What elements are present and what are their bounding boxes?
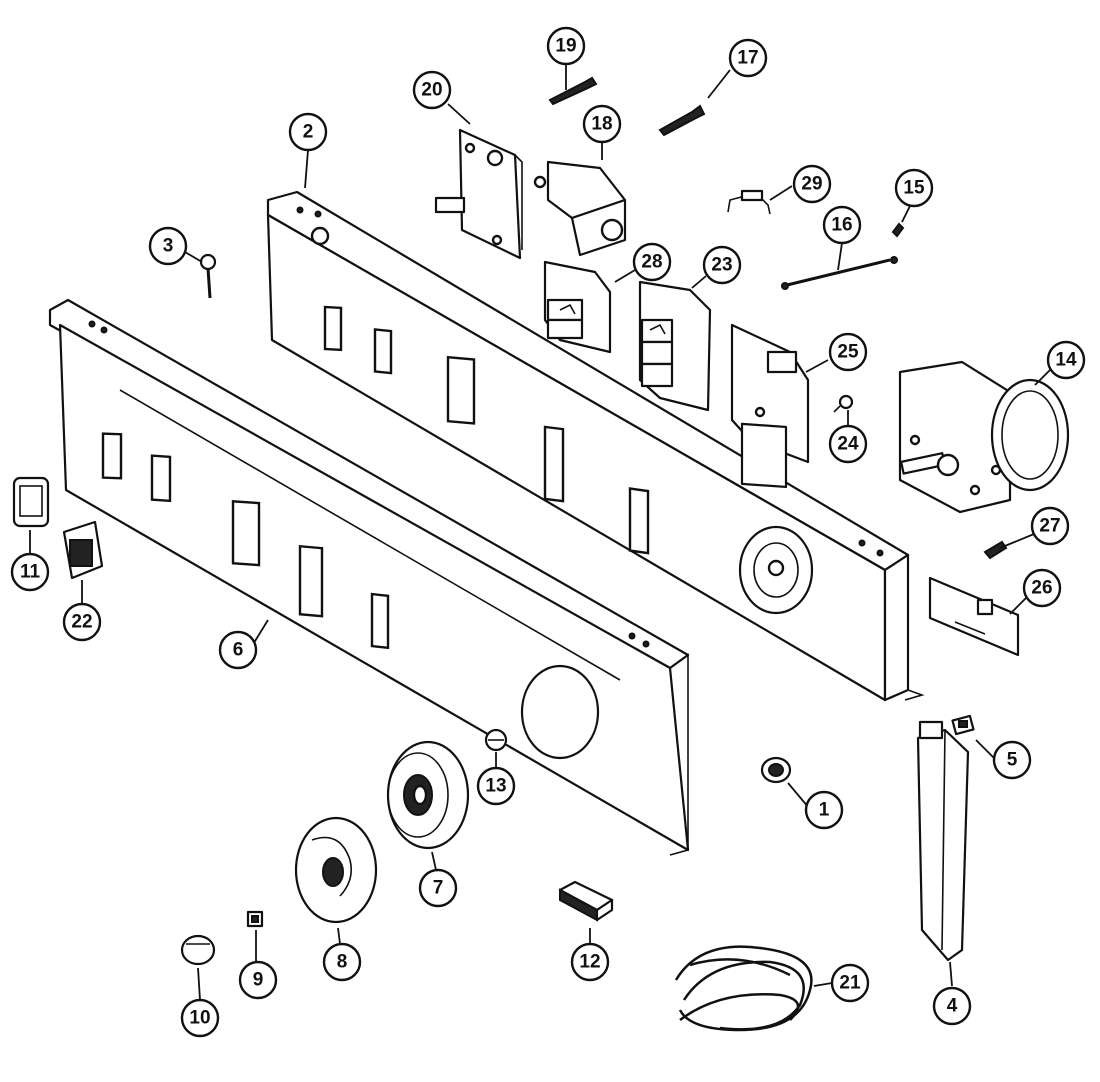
callout-label: 6 [233,640,244,661]
callout-label: 9 [253,970,264,991]
screw-27 [983,540,1008,560]
callout-label: 3 [163,236,174,257]
callout-label: 18 [591,114,612,135]
callout-label: 22 [71,612,92,633]
callout-29: 29 [792,164,832,204]
callout-label: 25 [837,342,859,363]
callout-7: 7 [418,868,458,908]
leader-lines [29,64,1053,1001]
callout-label: 11 [20,562,41,583]
push-nut-13 [484,728,508,752]
bracket-25 [730,323,810,489]
block-12 [558,880,614,922]
callout-13: 13 [476,766,516,806]
callout-6: 6 [218,630,258,670]
callout-5: 5 [992,740,1032,780]
callout-20: 20 [412,70,452,110]
callout-12: 12 [570,942,610,982]
callout-label: 14 [1055,350,1077,371]
callout-22: 22 [62,602,102,642]
callout-label: 13 [485,776,506,797]
callout-label: 21 [839,973,861,994]
rocker-switch-22 [62,520,104,580]
callout-4: 4 [932,986,972,1026]
callout-16: 16 [822,205,862,245]
screw-3 [199,253,217,299]
switch-bracket [434,128,523,260]
callout-label: 2 [303,122,314,143]
callout-10: 10 [180,998,220,1038]
callout-8: 8 [322,942,362,982]
screw-19 [548,76,598,106]
callout-25: 25 [828,332,868,372]
timer-knob-7 [386,740,470,850]
callout-label: 7 [433,878,444,899]
callout-2: 2 [288,112,328,152]
screw-17 [658,104,706,137]
callout-24: 24 [828,424,868,464]
callout-1: 1 [804,790,844,830]
clip-5 [951,714,975,736]
callout-label: 19 [555,36,576,57]
callout-17: 17 [728,38,768,78]
callout-label: 10 [189,1008,210,1029]
callout-23: 23 [702,245,742,285]
callout-label: 4 [947,996,958,1017]
callout-28: 28 [632,242,672,282]
callout-14: 14 [1046,340,1086,380]
knob-skirt-8 [294,816,378,924]
callout-label: 12 [579,952,600,973]
callout-19: 19 [546,26,586,66]
callout-label: 26 [1031,578,1052,599]
callout-label: 24 [837,434,859,455]
end-cap-4 [916,720,970,962]
callout-26: 26 [1022,568,1062,608]
callout-11: 11 [10,552,50,592]
callout-label: 29 [801,174,822,195]
relay [533,160,627,257]
control-panel [48,298,690,856]
wire-harness-21 [674,945,813,1032]
switch-23 [638,280,712,412]
button-10 [180,934,216,966]
callout-label: 28 [641,252,662,273]
callout-label: 1 [819,800,830,821]
callout-18: 18 [582,104,622,144]
callout-label: 15 [903,178,925,199]
clip-9 [246,910,264,928]
callout-label: 8 [337,952,348,973]
callout-label: 20 [421,80,442,101]
timer-14 [898,360,1070,514]
callout-label: 27 [1039,516,1060,537]
light-11 [12,476,50,528]
wire-16 [781,256,898,290]
callout-label: 17 [737,48,758,69]
callout-label: 5 [1007,750,1018,771]
circuit-board-26 [928,576,1020,657]
callout-21: 21 [830,963,870,1003]
screw-15 [891,222,905,238]
wire-clip-29 [727,189,771,215]
callout-3: 3 [148,226,188,266]
switch-28 [543,260,612,354]
screw-24 [833,394,854,413]
callout-label: 23 [711,255,732,276]
callout-9: 9 [238,960,278,1000]
knob-1 [760,756,792,784]
callout-27: 27 [1030,506,1070,546]
callout-label: 16 [831,215,852,236]
callout-15: 15 [894,168,934,208]
